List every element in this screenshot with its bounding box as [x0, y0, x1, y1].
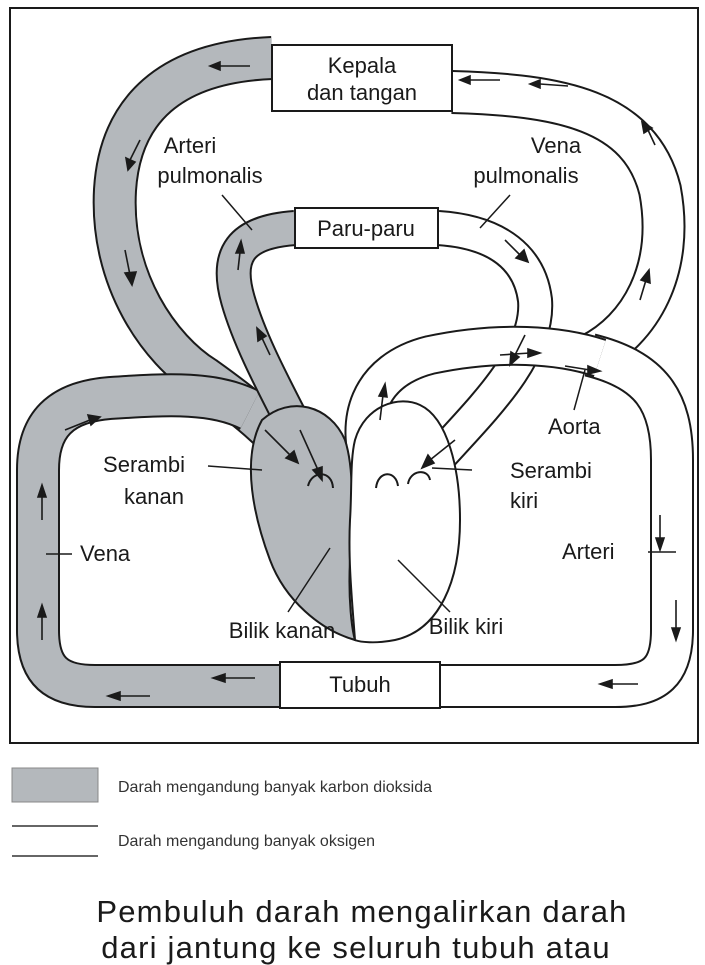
label-arteri: Arteri [562, 539, 615, 564]
label-vena: Vena [80, 541, 131, 566]
label-arteri-pulmonalis-2: pulmonalis [157, 163, 262, 188]
head-box-label-line2: dan tangan [307, 80, 417, 105]
legend-label-co2: Darah mengandung banyak karbon dioksida [118, 779, 432, 796]
heart-right-side [251, 406, 355, 640]
label-bilik-kiri: Bilik kiri [429, 614, 504, 639]
head-box-label-line1: Kepala [328, 53, 397, 78]
body-box-label: Tubuh [329, 672, 391, 697]
legend-swatch-co2 [12, 768, 98, 802]
label-serambi-kiri-1: Serambi [510, 458, 592, 483]
label-serambi-kanan-1: Serambi [103, 452, 185, 477]
lungs-box-label: Paru-paru [317, 216, 415, 241]
head-box: Kepala dan tangan [272, 45, 452, 111]
label-arteri-pulmonalis-1: Arteri [164, 133, 217, 158]
caption-line-1: Pembuluh darah mengalirkan darah [96, 894, 627, 929]
legend-swatch-o2 [12, 826, 98, 856]
legend: Darah mengandung banyak karbon dioksida … [12, 768, 432, 856]
label-bilik-kanan: Bilik kanan [229, 618, 335, 643]
body-box: Tubuh [280, 662, 440, 708]
lungs-box: Paru-paru [295, 208, 438, 248]
caption-line-2: dari jantung ke seluruh tubuh atau [101, 930, 611, 965]
label-vena-pulmonalis-1: Vena [531, 133, 582, 158]
label-aorta: Aorta [548, 414, 601, 439]
label-vena-pulmonalis-2: pulmonalis [473, 163, 578, 188]
label-serambi-kanan-2: kanan [124, 484, 184, 509]
legend-label-o2: Darah mengandung banyak oksigen [118, 833, 375, 850]
label-serambi-kiri-2: kiri [510, 488, 538, 513]
